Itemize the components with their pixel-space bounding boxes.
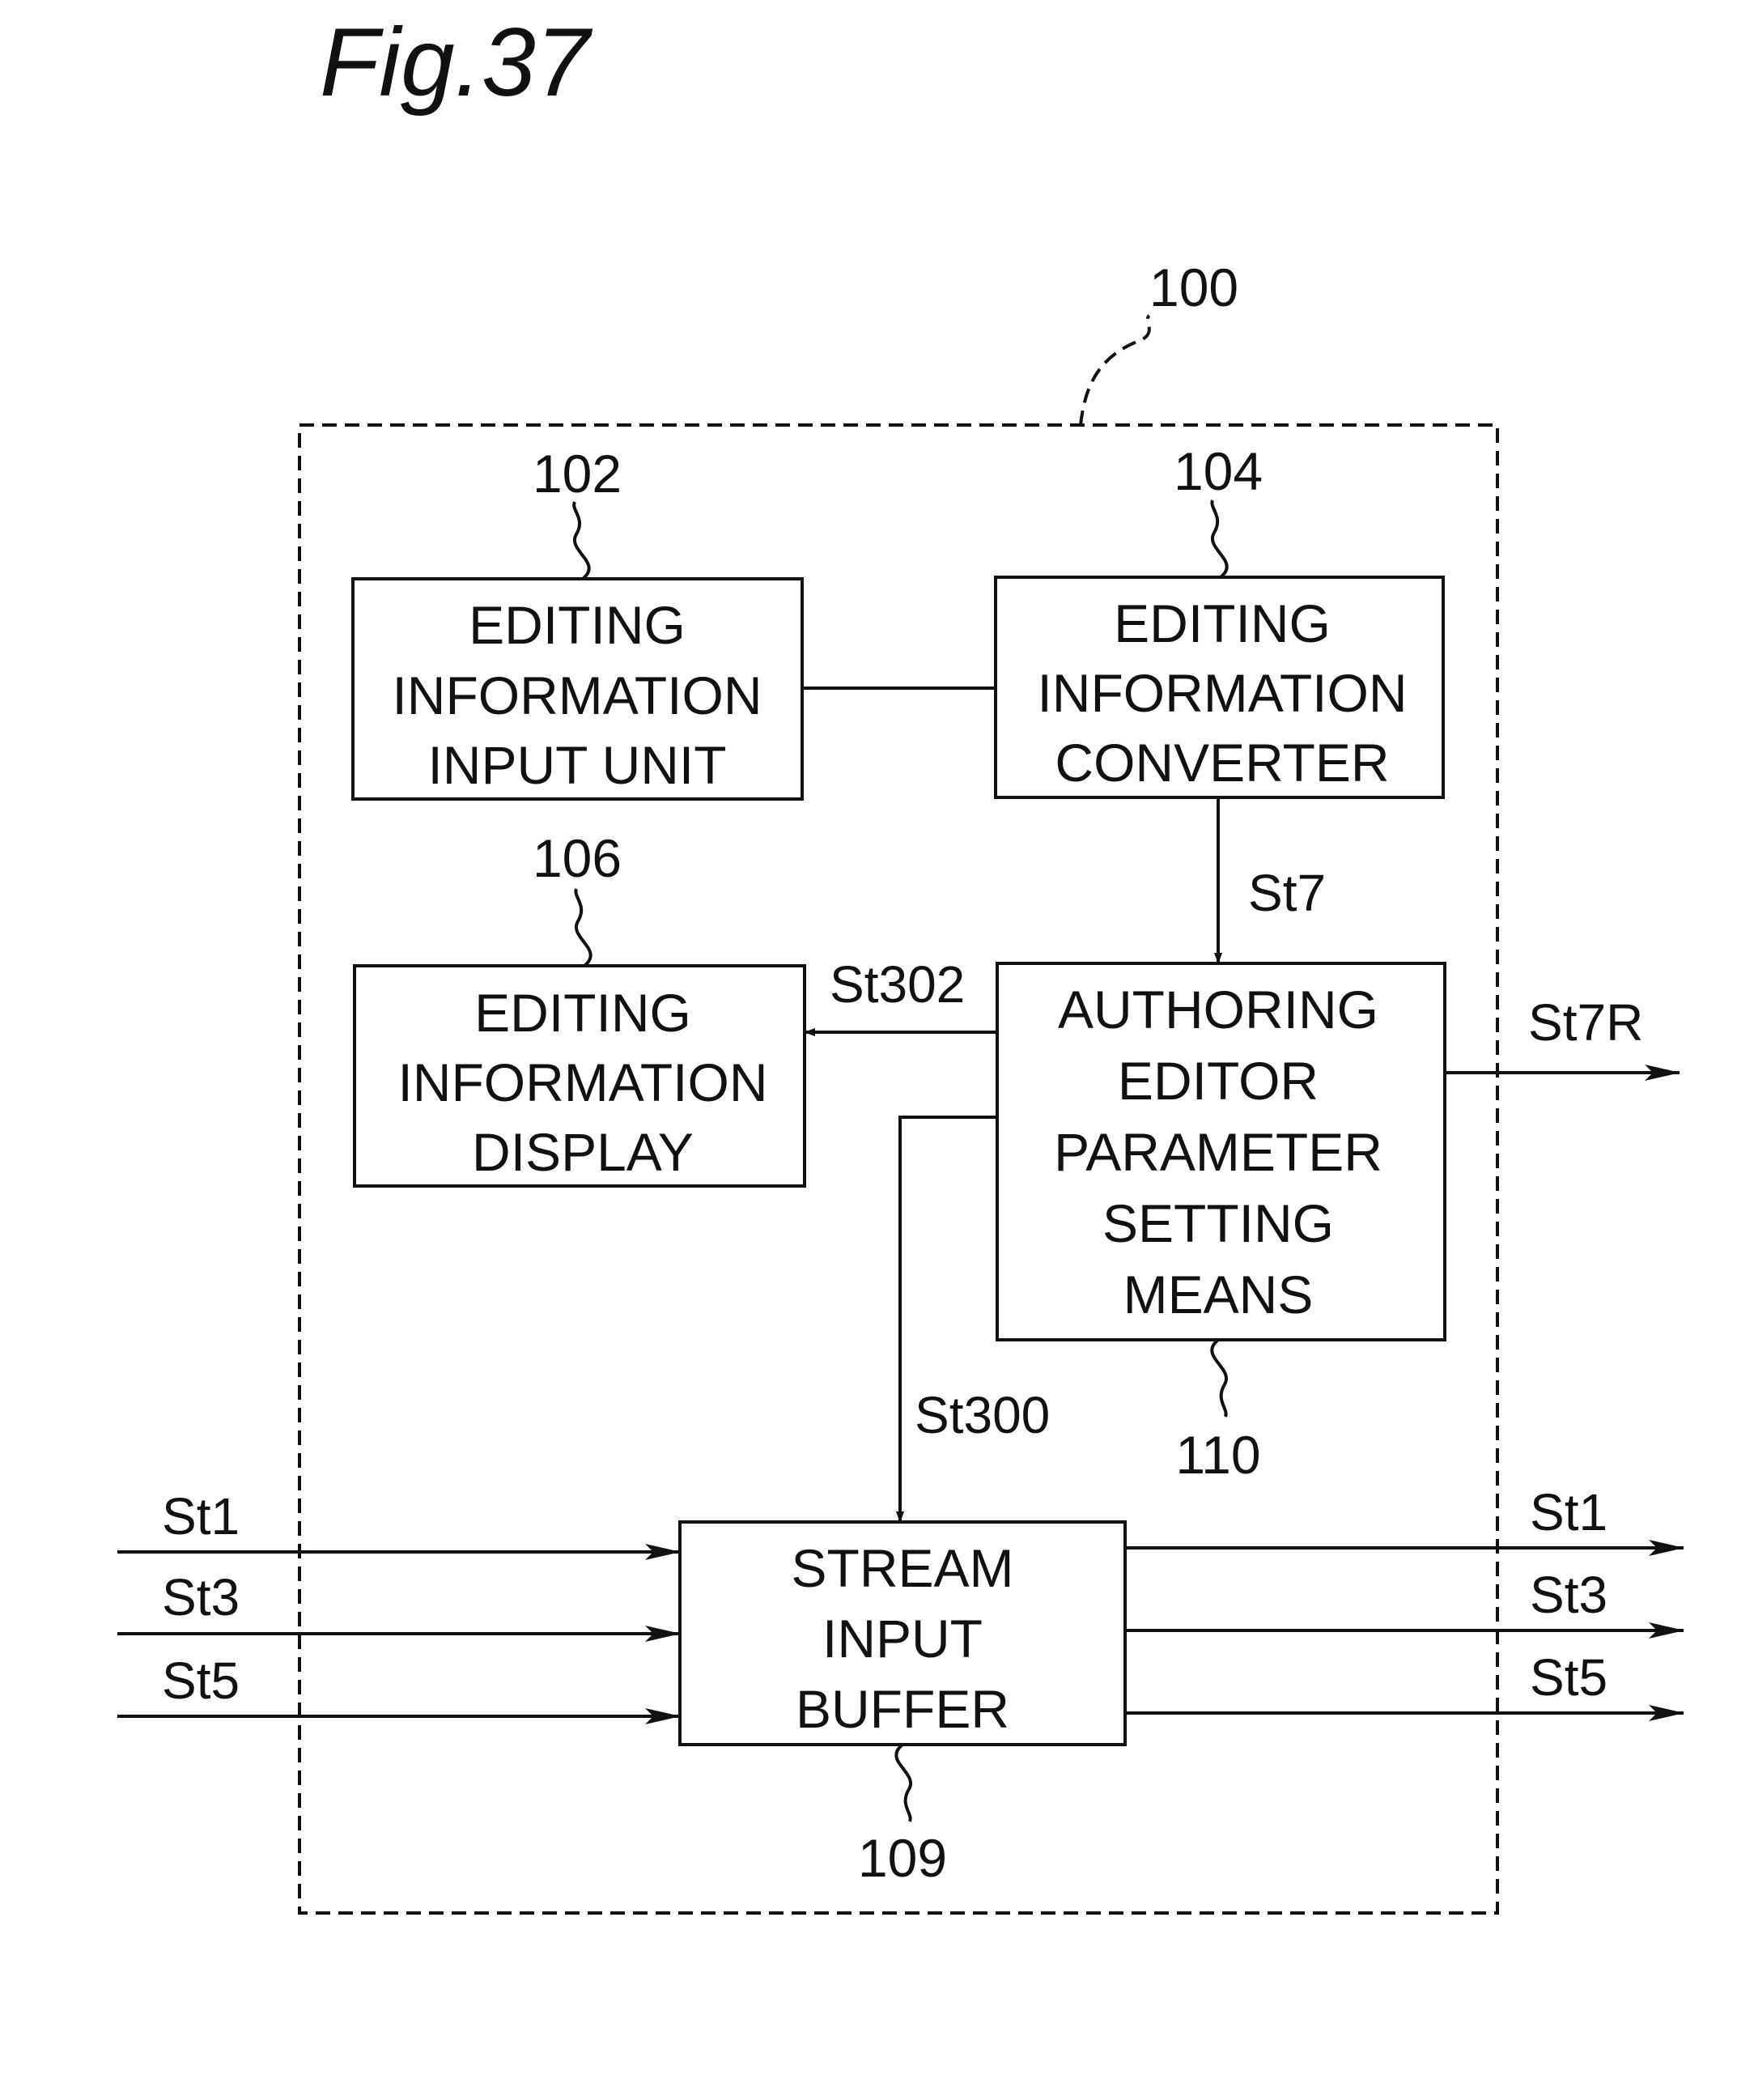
input-unit-line2: INFORMATION [392,665,762,725]
st300-arrow [900,1117,997,1522]
converter-line1: EDITING [1114,593,1331,653]
input-label-st3: St3 [162,1568,240,1626]
output-label-st3: St3 [1530,1566,1607,1624]
input-unit-ref: 102 [533,444,622,504]
st302-label: St302 [830,955,965,1014]
authoring-line5: MEANS [1123,1265,1314,1324]
display-ref: 106 [533,828,622,888]
st7r-label: St7R [1528,993,1643,1052]
buffer-line3: BUFFER [796,1679,1009,1739]
authoring-line3: PARAMETER [1054,1122,1382,1182]
authoring-line4: SETTING [1102,1193,1334,1253]
output-label-st1: St1 [1530,1483,1607,1541]
buffer-line2: INPUT [822,1609,983,1669]
converter-line2: INFORMATION [1037,663,1407,723]
authoring-line2: EDITOR [1118,1051,1319,1111]
display-line1: EDITING [474,983,691,1043]
converter-ref: 104 [1174,441,1263,501]
system-ref: 100 [1149,257,1238,317]
input-label-st1: St1 [162,1487,240,1545]
converter-leader [1212,500,1226,577]
display-line3: DISPLAY [472,1122,694,1182]
output-label-st5: St5 [1530,1648,1607,1707]
st7-label: St7 [1248,864,1326,922]
buffer-ref: 109 [858,1828,947,1888]
display-leader [575,889,590,966]
converter-line3: CONVERTER [1055,733,1389,793]
input-unit-line3: INPUT UNIT [427,735,726,795]
buffer-leader [896,1745,911,1822]
authoring-leader [1212,1340,1226,1417]
authoring-ref: 110 [1175,1425,1260,1485]
input-unit-leader [574,502,589,579]
st300-label: St300 [915,1386,1050,1444]
input-unit-line1: EDITING [469,595,686,655]
input-label-st5: St5 [162,1652,240,1710]
figure-title: Fig.37 [320,8,593,117]
system-leader [1081,316,1149,425]
buffer-line1: STREAM [791,1538,1013,1598]
display-line2: INFORMATION [397,1052,767,1112]
authoring-line1: AUTHORING [1058,980,1378,1039]
